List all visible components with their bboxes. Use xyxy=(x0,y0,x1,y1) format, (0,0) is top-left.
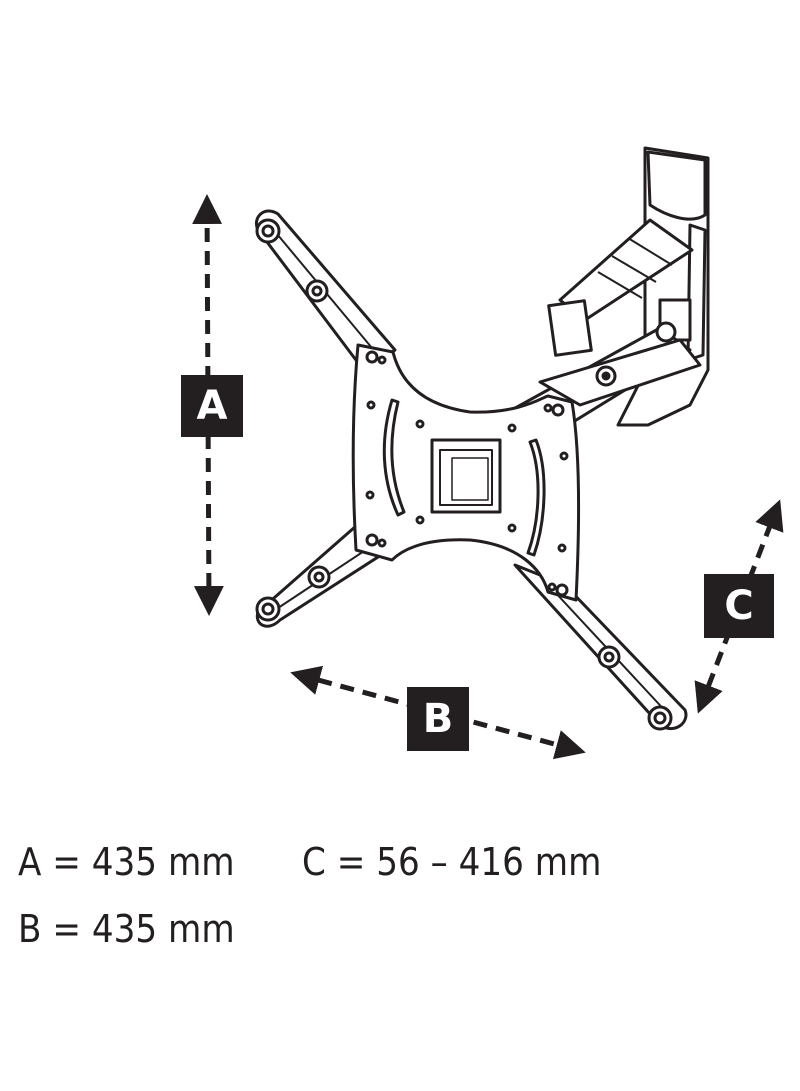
spec-c-text: C = 56 – 416 mm xyxy=(302,840,602,884)
vesa-arm-lower-right xyxy=(513,563,688,731)
wall-mount-illustration xyxy=(192,146,784,760)
spec-b-text: B = 435 mm xyxy=(18,907,235,951)
dimension-label-c: C xyxy=(704,574,774,638)
dimension-arrow-c xyxy=(694,499,784,714)
dimension-label-b: B xyxy=(407,687,469,751)
spec-a-text: A = 435 mm xyxy=(18,840,235,884)
dimension-label-a: A xyxy=(181,375,243,437)
vesa-arm-upper-left xyxy=(255,209,397,374)
center-mounting-plate xyxy=(351,343,581,602)
wall-bracket xyxy=(506,146,710,432)
